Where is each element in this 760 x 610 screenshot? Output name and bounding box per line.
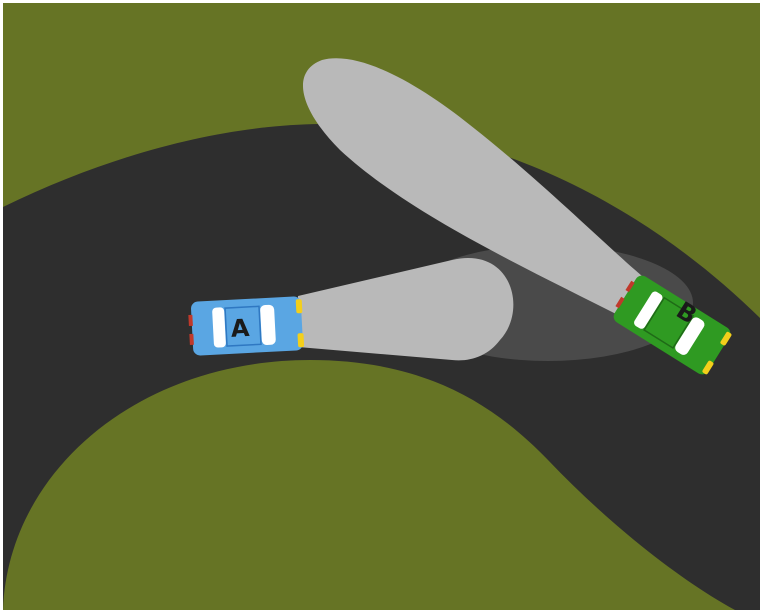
car-a-headlight-top bbox=[296, 299, 303, 313]
car-a-label: A bbox=[230, 314, 250, 343]
car-a: A bbox=[188, 296, 305, 356]
car-a-headlight-bottom bbox=[297, 333, 304, 347]
car-a-windshield bbox=[260, 305, 276, 346]
car-a-taillight-bottom bbox=[189, 334, 194, 345]
car-a-taillight-top bbox=[188, 315, 193, 326]
car-a-rear-window bbox=[212, 307, 226, 348]
